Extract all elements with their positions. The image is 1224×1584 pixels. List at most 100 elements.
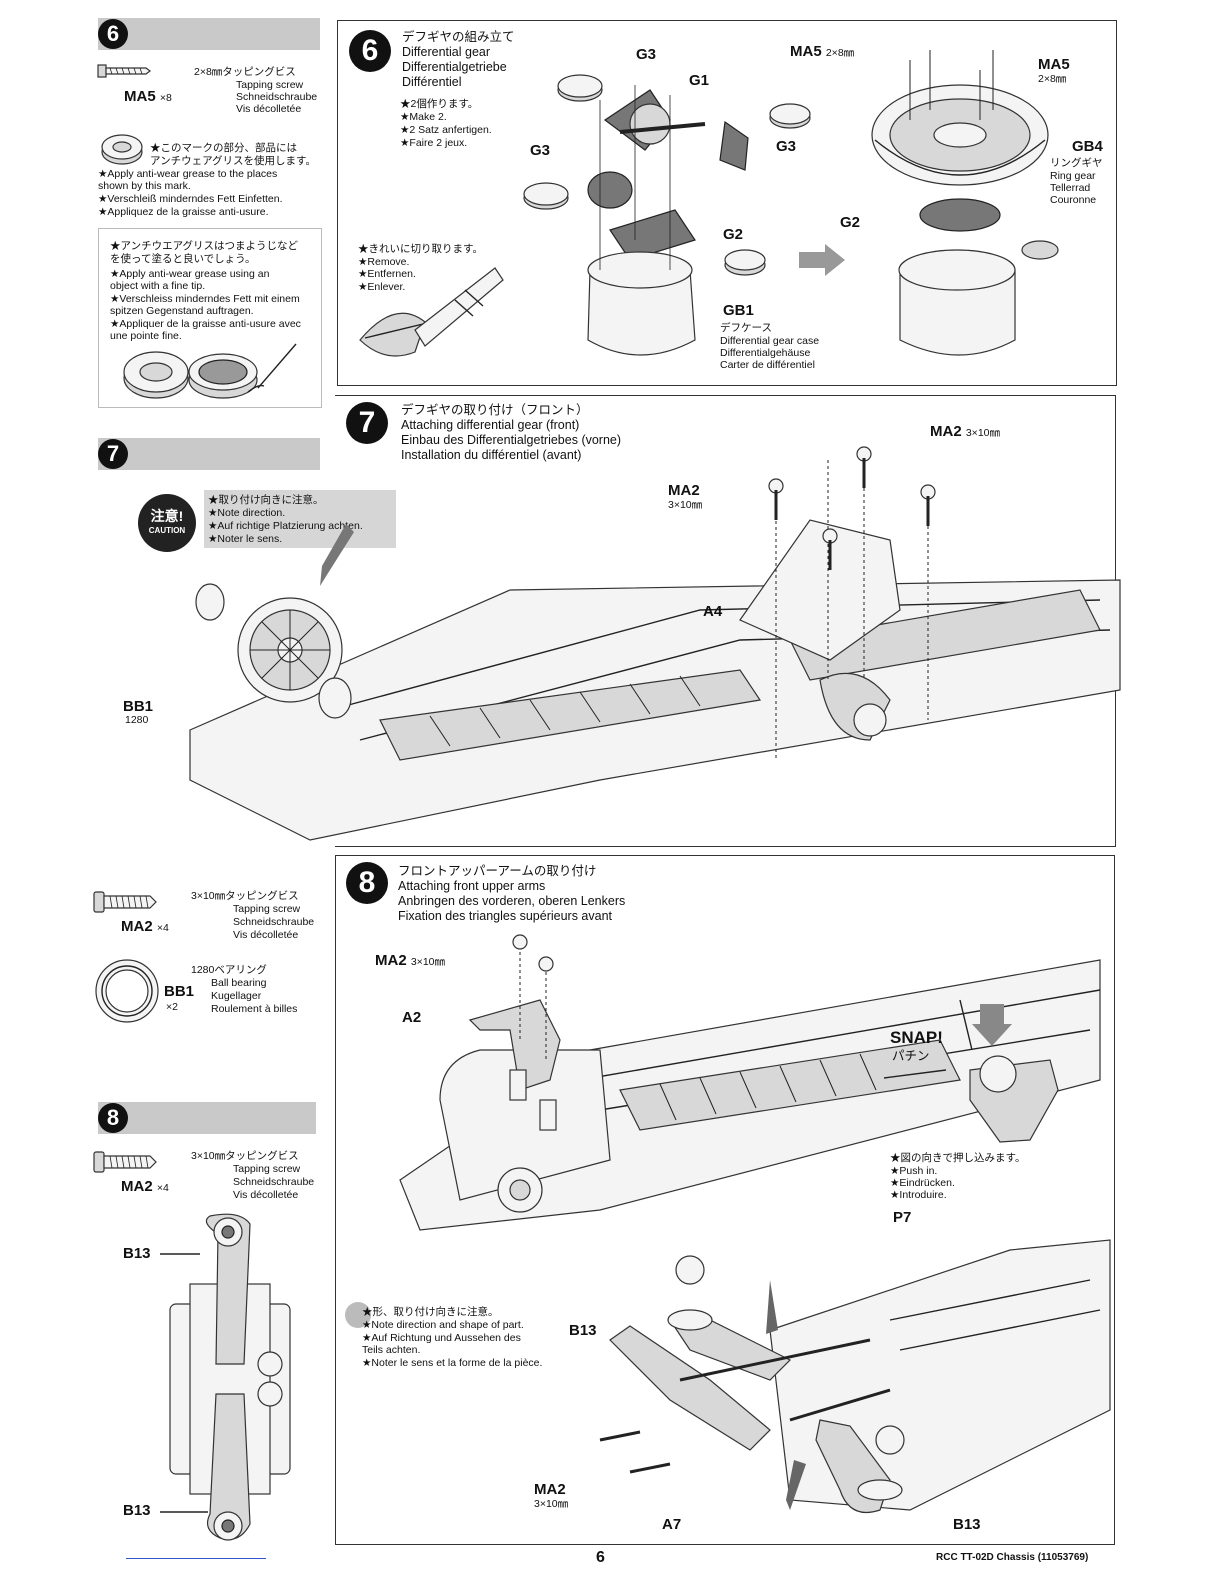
ma2-side8-de: Schneidschraube (233, 1176, 315, 1188)
g1-label: G1 (689, 72, 710, 89)
tip-note-jp2: を使って塗ると良いでしょう。 (110, 253, 256, 265)
grease-note-de: ★Verschleiß minderndes Fett Einfetten. (98, 193, 283, 205)
gb4-desc-jp: リングギヤ (1050, 157, 1103, 169)
ma5-fr: Vis décolletée (236, 103, 302, 115)
cut-jp: ★きれいに切り取ります。 (358, 243, 483, 255)
tip-note-fr: ★Appliquer de la graisse anti-usure avec (110, 318, 301, 330)
step7-number: 7 (346, 402, 388, 444)
snap-label: SNAP! (890, 1028, 943, 1047)
tip-note-jp: ★アンチウエアグリスはつまようじなど (110, 240, 299, 252)
gb4-desc-fr: Couronne (1050, 194, 1097, 206)
push-fr: ★Introduire. (890, 1189, 947, 1201)
differential-assembled-illustration (871, 50, 1059, 356)
gb1-desc-jp: デフケース (720, 322, 772, 334)
step7-side-number: 7 (98, 439, 128, 469)
ma2-side-label: MA2 ×4 (121, 918, 169, 935)
step8-side-number: 8 (98, 1103, 128, 1133)
ma2-side8-spec: 3×10㎜タッピングビス (191, 1150, 299, 1162)
ma2-label-8b: MA2 (534, 1481, 566, 1498)
ma2-side-spec: 3×10㎜タッピングビス (191, 890, 299, 902)
gb1-desc-en: Differential gear case (720, 335, 820, 347)
ma5-spec-b: 2×8㎜ (1038, 73, 1067, 85)
chassis-front-illustration (189, 519, 1121, 841)
step6-panel (337, 20, 1117, 386)
shape-note-de2: Teils achten. (362, 1344, 421, 1356)
push-jp: ★図の向きで押し込みます。 (890, 1152, 1026, 1164)
upper-arm-topview-illustration (160, 1213, 291, 1541)
ma5-de: Schneidschraube (236, 91, 318, 103)
ma2-screws-illustration (768, 446, 936, 760)
ma2-spec-b: 3×10㎜ (668, 499, 703, 511)
step8-side-header (98, 1102, 316, 1134)
step8-panel (335, 855, 1115, 1545)
step8-title-en: Attaching front upper arms (398, 879, 546, 893)
grease-note-jp: ★このマークの部分、部品には (150, 142, 297, 154)
grease-note-en2: shown by this mark. (98, 180, 191, 192)
step8-number: 8 (346, 862, 388, 904)
front-arm-assembly-illustration (599, 1239, 1111, 1514)
model-footer: RCC TT-02D Chassis (11053769) (936, 1552, 1089, 1563)
grease-tip-box (98, 228, 322, 408)
step8-title-de: Anbringen des vorderen, oberen Lenkers (398, 894, 626, 908)
bb1-side-label: BB1 (164, 983, 195, 1000)
grease-mark-icon (101, 134, 143, 165)
push-de: ★Eindrücken. (890, 1177, 955, 1189)
gb4-desc-en: Ring gear (1050, 170, 1096, 182)
g2-label: G2 (723, 226, 744, 243)
ma2-label-b: MA2 (668, 482, 700, 499)
gb4-label: GB4 (1072, 138, 1103, 155)
p7-label: P7 (893, 1209, 912, 1226)
push-en: ★Push in. (890, 1165, 938, 1177)
bb1-side-de: Kugellager (211, 990, 262, 1002)
step8-title-jp: フロントアッパーアームの取り付け (398, 864, 597, 878)
grease-note-en: ★Apply anti-wear grease to the places (98, 168, 278, 180)
step6-title-fr: Différentiel (402, 75, 462, 89)
make2-en: ★Make 2. (400, 111, 447, 123)
note-direction-box (204, 490, 396, 548)
snap-ball-illustration (883, 999, 1059, 1143)
g3-label-a: G3 (636, 46, 657, 63)
ma2-side-fr: Vis décolletée (233, 929, 299, 941)
gb1-desc-de: Differentialgehäuse (720, 347, 811, 359)
step7-title-jp: デフギヤの取り付け（フロント） (401, 403, 589, 417)
ma5-label-b: MA5 (1038, 56, 1070, 73)
ma5-label-a: MA5 2×8㎜ (790, 43, 855, 60)
tapping-screw-icon (97, 64, 151, 78)
grease-note-jp2: アンチウェアグリスを使用します。 (150, 155, 317, 167)
make2-fr: ★Faire 2 jeux. (400, 137, 468, 149)
gb1-label: GB1 (723, 302, 754, 319)
ball-bearing-icon (95, 959, 159, 1023)
step6-side-header (98, 18, 320, 50)
b13-bottom-label: B13 (123, 1502, 151, 1519)
tip-note-en2: object with a fine tip. (110, 280, 206, 292)
bb1-size: 1280 (125, 714, 149, 726)
cut-de: ★Entfernen. (358, 268, 416, 280)
step6-side-number: 6 (98, 19, 128, 49)
ma2-side-en: Tapping screw (233, 903, 301, 915)
gb4-desc-de: Tellerrad (1050, 182, 1091, 194)
footer-rule (126, 1558, 266, 1559)
step6-number: 6 (349, 30, 391, 72)
gear-cutting-illustration (359, 267, 504, 357)
caution-dot-icon (345, 1302, 371, 1328)
ma2-label-a: MA2 3×10㎜ (930, 423, 1000, 440)
step7-title-de: Einbau des Differentialgetriebes (vorne) (401, 433, 622, 447)
chassis-upper-arm-illustration (399, 934, 1101, 1231)
step7-title-fr: Installation du différentiel (avant) (401, 448, 582, 462)
b13-top-label: B13 (123, 1245, 151, 1262)
arrow-right-icon (799, 244, 845, 276)
tip-note-en: ★Apply anti-wear grease using an (110, 268, 270, 280)
shape-note-fr: ★Noter le sens et la forme de la pièce. (362, 1357, 543, 1369)
b13-label-a: B13 (569, 1322, 597, 1339)
step7-side-header (98, 438, 320, 470)
direction-arrow-icon (320, 524, 354, 586)
b13-label-b: B13 (953, 1516, 981, 1533)
snap-jp-label: パチン (892, 1049, 930, 1063)
ma5-en: Tapping screw (236, 79, 304, 91)
g2b-label: G2 (840, 214, 861, 231)
note-direction-en: ★Note direction. (208, 507, 286, 519)
tip-note-fr2: une pointe fine. (110, 330, 182, 342)
ma2-side8-fr: Vis décolletée (233, 1189, 299, 1201)
cut-fr: ★Enlever. (358, 281, 406, 293)
ma2-side-de: Schneidschraube (233, 916, 315, 928)
